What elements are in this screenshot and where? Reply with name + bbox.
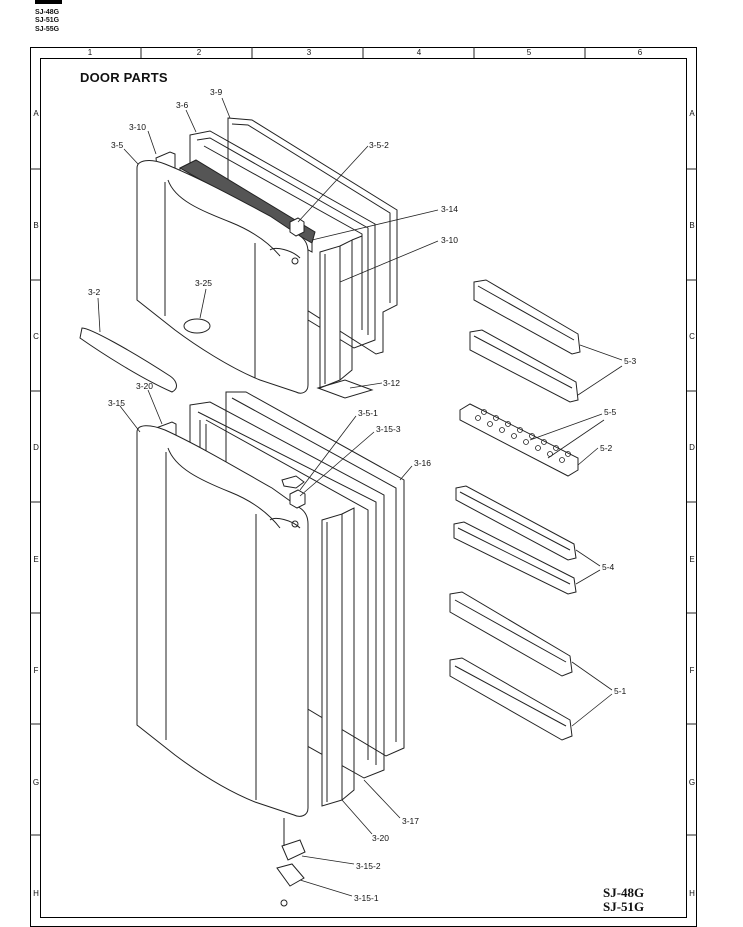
part-label: 3-14 <box>441 204 458 214</box>
column-number: 5 <box>526 48 532 57</box>
part-label: 5-3 <box>624 356 637 366</box>
row-letter: C <box>33 332 39 341</box>
footer-model: SJ-48G <box>603 885 645 900</box>
column-number: 2 <box>196 48 202 57</box>
part-label: 3-20 <box>372 833 389 843</box>
model-label: SJ-51G <box>35 17 60 24</box>
row-letter: D <box>33 443 39 452</box>
row-letter: G <box>688 778 696 787</box>
row-letter: G <box>32 778 40 787</box>
door-shelves <box>449 279 581 741</box>
row-letter: F <box>33 666 39 675</box>
row-letter: D <box>689 443 695 452</box>
row-letter: E <box>33 555 39 564</box>
cap-strip <box>79 327 177 393</box>
part-label: 3-10 <box>129 122 146 132</box>
part-label: 3-15-3 <box>376 424 401 434</box>
part-label: 3-2 <box>88 287 101 297</box>
part-label: 3-5-2 <box>369 140 389 150</box>
row-letter: A <box>689 109 695 118</box>
diagram-title: DOOR PARTS <box>80 70 168 85</box>
column-number: 3 <box>306 48 312 57</box>
part-label: 3-10 <box>441 235 458 245</box>
part-label: 3-12 <box>383 378 400 388</box>
row-letter: H <box>33 889 39 898</box>
part-label: 5-1 <box>614 686 627 696</box>
row-letter: B <box>33 221 39 230</box>
part-label: 3-5-1 <box>358 408 378 418</box>
part-label: 3-15-2 <box>356 861 381 871</box>
part-label: 3-15-1 <box>354 893 379 903</box>
column-number: 6 <box>637 48 643 57</box>
model-label: SJ-55G <box>35 26 60 33</box>
part-label: 5-2 <box>600 443 613 453</box>
row-letter: B <box>689 221 695 230</box>
leader-lines <box>97 97 623 897</box>
part-label: 3-20 <box>136 381 153 391</box>
part-label: 3-9 <box>210 87 223 97</box>
part-label: 3-5 <box>111 140 124 150</box>
part-label: 5-5 <box>604 407 617 417</box>
row-letter: E <box>689 555 695 564</box>
row-letter: F <box>689 666 695 675</box>
upper-door-assembly <box>136 117 398 399</box>
row-letter: A <box>33 109 39 118</box>
model-label: SJ-48G <box>35 9 60 16</box>
part-label: 5-4 <box>602 562 615 572</box>
part-label: 3-17 <box>402 816 419 826</box>
column-number: 1 <box>87 48 93 57</box>
part-label: 3-15 <box>108 398 125 408</box>
row-letter: H <box>689 889 695 898</box>
column-number: 4 <box>416 48 422 57</box>
footer-model: SJ-51G <box>603 899 645 914</box>
part-label: 3-16 <box>414 458 431 468</box>
lower-door-assembly <box>136 391 405 907</box>
header-bar <box>35 0 62 4</box>
grid-ticks <box>30 47 697 836</box>
part-label: 3-25 <box>195 278 212 288</box>
part-label: 3-6 <box>176 100 189 110</box>
row-letter: C <box>689 332 695 341</box>
lower-hinge <box>281 839 306 861</box>
